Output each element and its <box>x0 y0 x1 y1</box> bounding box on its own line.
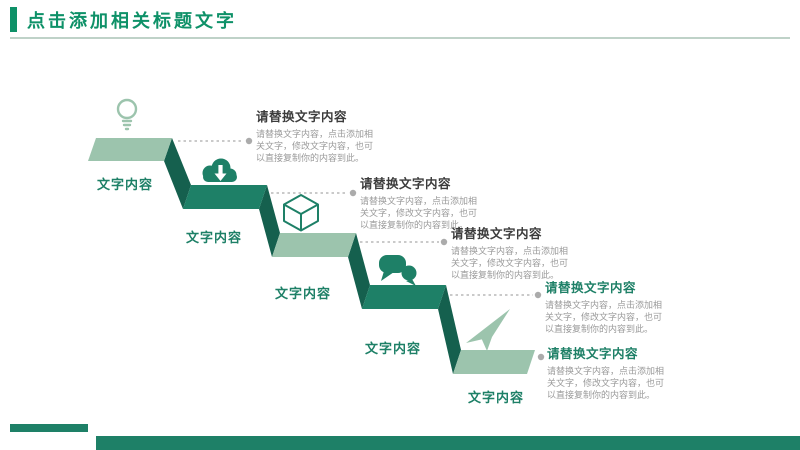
connector-dot-3 <box>440 238 448 246</box>
step-band-5 <box>453 350 535 374</box>
callout-desc: 请替换文字内容，点击添加相关文字，修改文字内容，也可以直接复制你的内容到此。 <box>451 247 569 281</box>
callout-3: 请替换文字内容 请替换文字内容，点击添加相关文字，修改文字内容，也可以直接复制你… <box>451 223 569 283</box>
step-label-2: 文字内容 <box>186 231 243 246</box>
ribbon-fold-2 <box>259 185 280 257</box>
step-label-4: 文字内容 <box>365 342 422 357</box>
callout-4: 请替换文字内容 请替换文字内容，点击添加相关文字，修改文字内容，也可以直接复制你… <box>545 277 663 337</box>
step-band-3 <box>272 233 356 257</box>
cube-icon <box>283 194 319 232</box>
callout-desc: 请替换文字内容，点击添加相关文字，修改文字内容，也可以直接复制你的内容到此。 <box>256 130 374 164</box>
step-label-1: 文字内容 <box>97 178 154 193</box>
step-band-2 <box>183 185 267 209</box>
ribbon-fold-1 <box>164 138 191 209</box>
cloud-download-icon <box>202 158 237 182</box>
callout-title: 请替换文字内容 <box>451 226 543 241</box>
connector-dot-2 <box>349 189 357 197</box>
step-band-1 <box>88 138 172 161</box>
step-label-3: 文字内容 <box>275 287 332 302</box>
callout-desc: 请替换文字内容，点击添加相关文字，修改文字内容，也可以直接复制你的内容到此。 <box>360 197 478 231</box>
step-label-5: 文字内容 <box>468 391 525 406</box>
callout-desc: 请替换文字内容，点击添加相关文字，修改文字内容，也可以直接复制你的内容到此。 <box>547 367 665 401</box>
callout-title: 请替换文字内容 <box>545 280 637 295</box>
connector-dot-1 <box>245 137 253 145</box>
callout-1: 请替换文字内容 请替换文字内容，点击添加相关文字，修改文字内容，也可以直接复制你… <box>256 106 374 166</box>
callout-title: 请替换文字内容 <box>256 109 348 124</box>
step-band-4 <box>362 285 446 309</box>
lightbulb-icon <box>116 98 138 131</box>
connector-dot-4 <box>534 291 542 299</box>
footer-accent-bar-small <box>10 424 88 432</box>
ribbon-fold-3 <box>348 233 370 309</box>
connector-dot-5 <box>537 353 545 361</box>
callout-title: 请替换文字内容 <box>360 176 452 191</box>
footer-accent-bar-large <box>96 436 800 450</box>
callout-title: 请替换文字内容 <box>547 346 639 361</box>
page-title: 点击添加相关标题文字 <box>27 11 237 32</box>
callout-5: 请替换文字内容 请替换文字内容，点击添加相关文字，修改文字内容，也可以直接复制你… <box>547 343 665 403</box>
chat-bubbles-icon <box>379 255 417 286</box>
paper-plane-icon <box>466 309 510 351</box>
connector-dots <box>245 137 545 361</box>
ribbon-fold-4 <box>438 285 461 374</box>
callout-2: 请替换文字内容 请替换文字内容，点击添加相关文字，修改文字内容，也可以直接复制你… <box>360 173 478 233</box>
connector-lines <box>178 140 533 296</box>
ribbon-bands <box>88 138 535 374</box>
callout-desc: 请替换文字内容，点击添加相关文字，修改文字内容，也可以直接复制你的内容到此。 <box>545 301 663 335</box>
header-divider <box>10 37 790 39</box>
ribbon-folds <box>164 138 461 374</box>
header-accent-bar <box>10 7 17 32</box>
